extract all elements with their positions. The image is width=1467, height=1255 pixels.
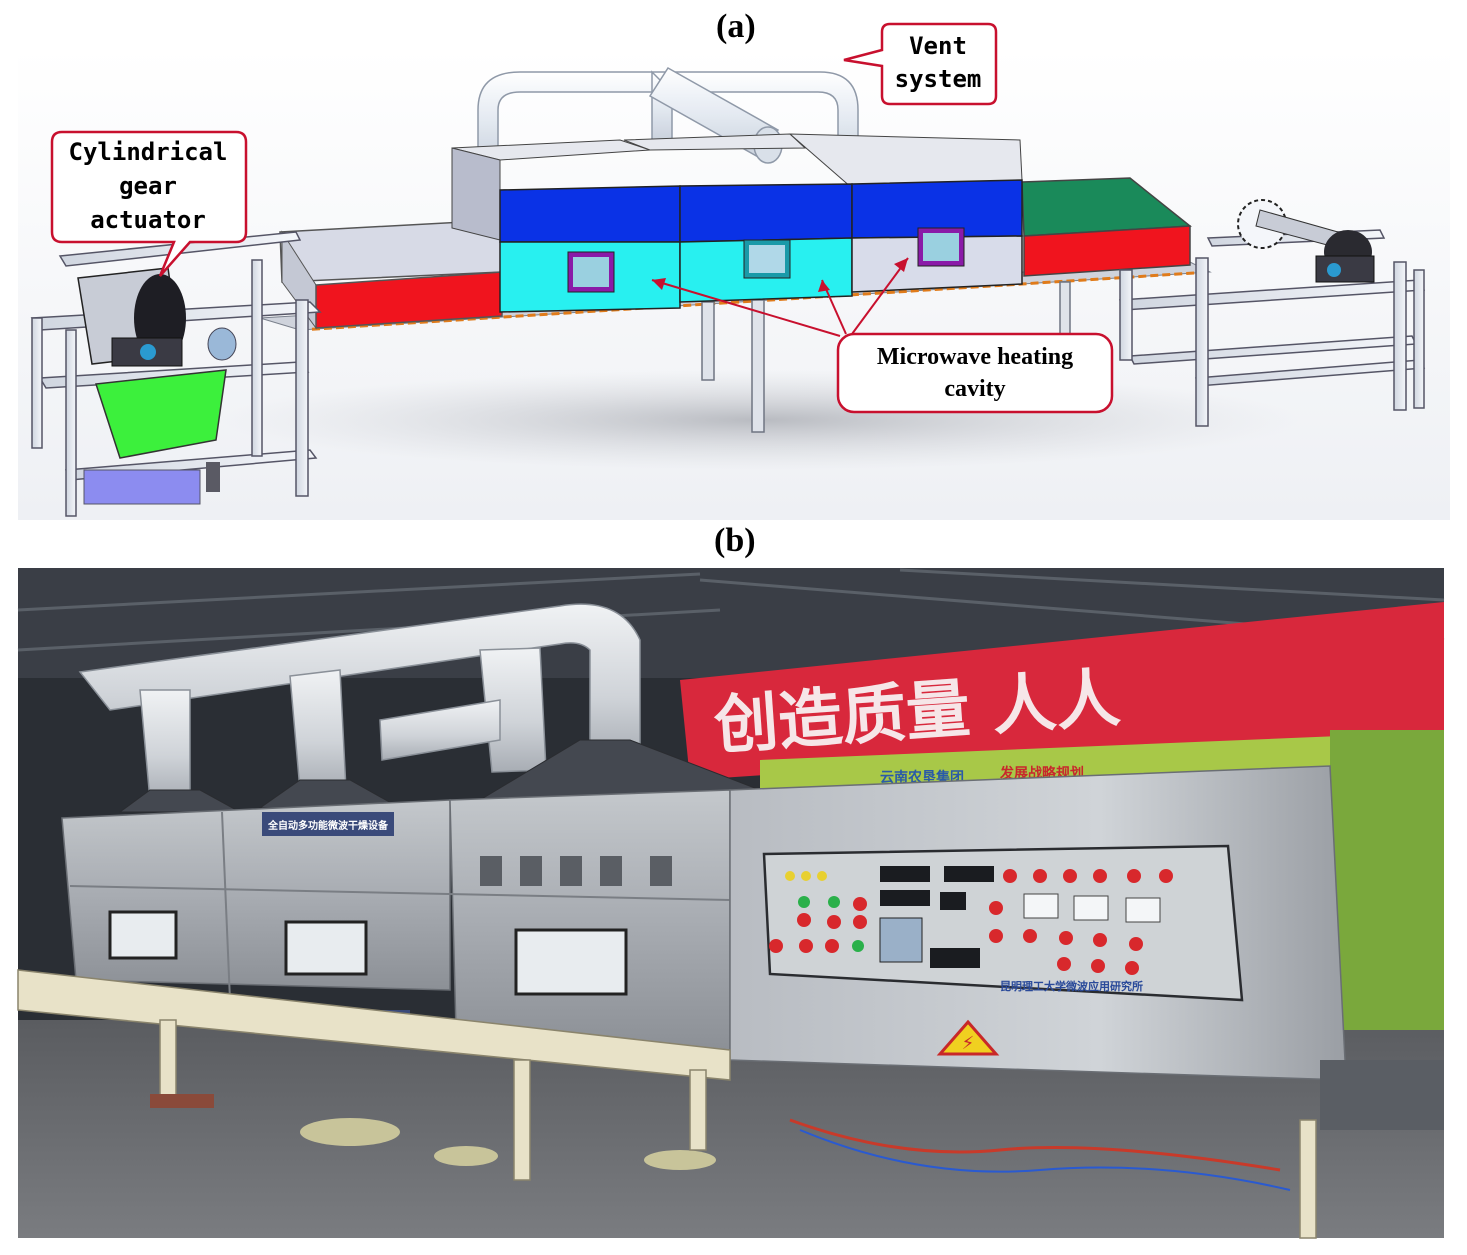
callout-vent-system: Vent system: [843, 22, 998, 106]
callout-cavity-line1: Microwave heating: [877, 344, 1073, 370]
callout-vent-line1: Vent: [909, 32, 967, 60]
collection-bin: [83, 469, 201, 505]
bin-foot: [206, 462, 220, 492]
left-gear-actuator: [77, 267, 237, 367]
microwave-cavities: [451, 133, 1023, 313]
callout-cavity-line2: cavity: [944, 376, 1005, 402]
exit-tunnel-box: [1021, 177, 1192, 277]
panel-label-a: (a): [716, 8, 756, 45]
callout-gear-line1: Cylindrical: [69, 138, 228, 166]
callout-vent-line2: system: [895, 65, 982, 93]
callout-gear-line3: actuator: [90, 206, 206, 234]
hopper: [95, 369, 227, 459]
panel-label-b: (b): [714, 522, 756, 559]
callout-microwave-cavity: Microwave heating cavity: [651, 257, 1114, 414]
callout-gear-actuator: Cylindrical gear actuator: [50, 130, 248, 277]
callout-gear-line2: gear: [119, 172, 177, 200]
right-gear-actuator: [1237, 199, 1375, 283]
support-legs: [701, 281, 1071, 433]
